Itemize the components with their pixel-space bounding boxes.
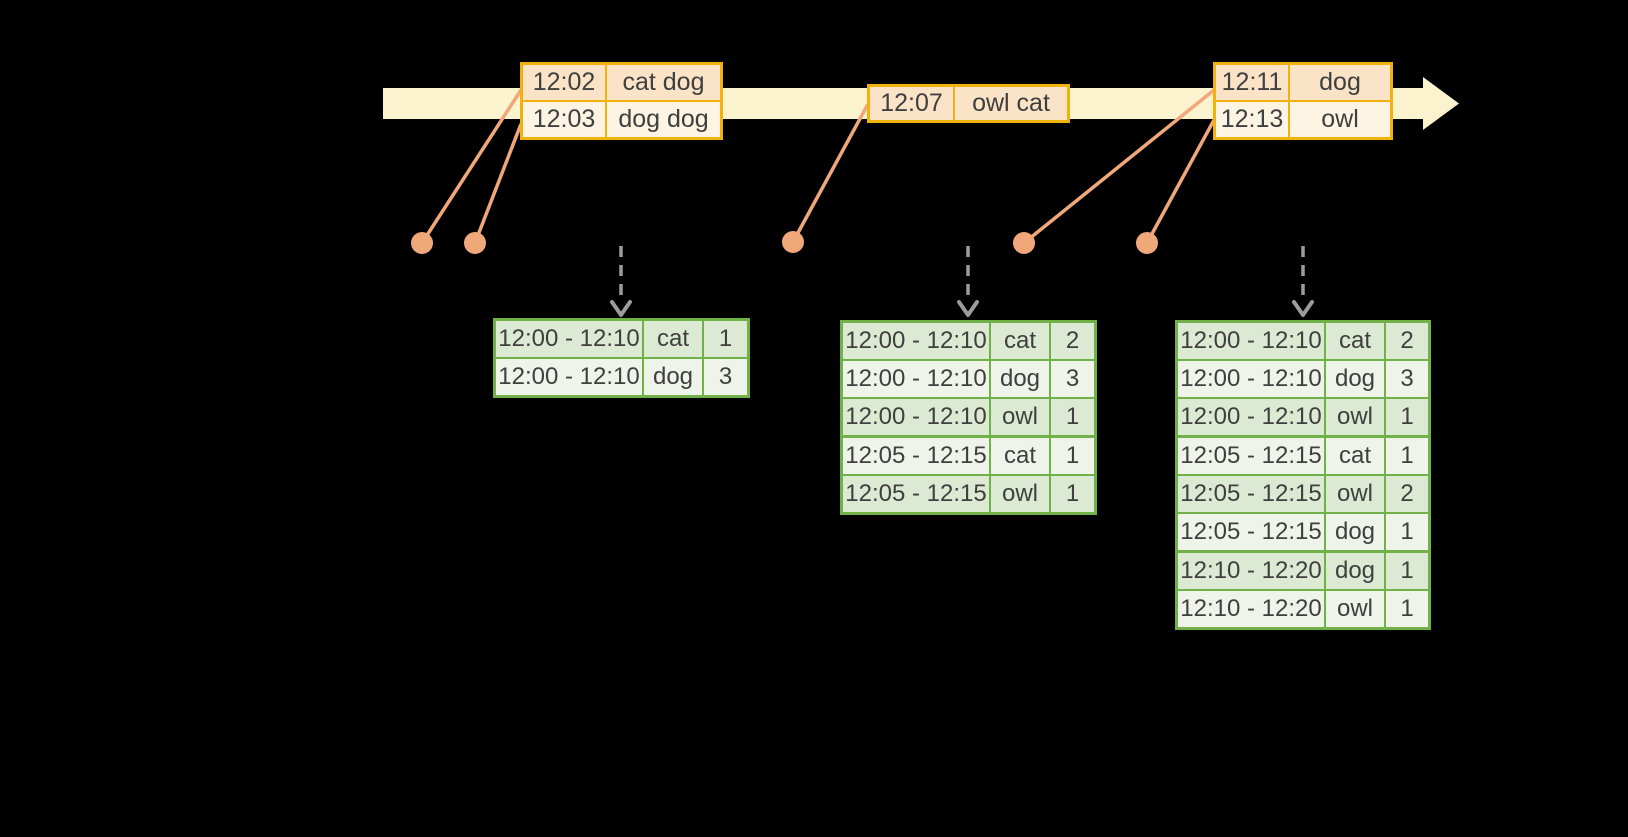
word-cell: owl bbox=[991, 476, 1051, 512]
word-cell: dog bbox=[1326, 514, 1386, 550]
count-cell: 1 bbox=[1400, 557, 1414, 584]
count-cell: 1 bbox=[1065, 442, 1080, 469]
window-cell: 12:05 - 12:15 bbox=[1178, 514, 1326, 550]
event-table-1202-1203: 12:02 cat dog 12:03 dog dog bbox=[520, 62, 723, 140]
event-time-cell: 12:03 bbox=[523, 102, 607, 137]
event-words-cell: dog dog bbox=[618, 105, 709, 133]
count-cell: 1 bbox=[718, 325, 733, 352]
count-cell: 1 bbox=[1400, 518, 1414, 545]
count-cell: 1 bbox=[1400, 403, 1414, 430]
word-cell: owl bbox=[1326, 591, 1386, 627]
count-cell: 1 bbox=[1400, 595, 1414, 622]
event-words-cell: dog bbox=[1319, 68, 1361, 96]
event-time-cell: 12:11 bbox=[1216, 65, 1290, 100]
event-dot bbox=[1013, 232, 1035, 254]
event-connector-line bbox=[473, 123, 523, 244]
window-cell: 12:10 - 12:20 bbox=[1178, 553, 1326, 589]
window-cell: 12:05 - 12:15 bbox=[843, 476, 991, 512]
word-cell: dog bbox=[1326, 361, 1386, 397]
window-cell: 12:00 - 12:10 bbox=[496, 359, 644, 395]
event-time-cell: 12:13 bbox=[1216, 102, 1290, 137]
count-cell: 3 bbox=[1400, 365, 1414, 392]
window-cell: 12:00 - 12:10 bbox=[843, 323, 991, 359]
word-cell: owl bbox=[1326, 476, 1386, 512]
window-cell: 12:05 - 12:15 bbox=[1178, 438, 1326, 474]
word-cell: dog bbox=[991, 361, 1051, 397]
event-connector-line bbox=[420, 89, 523, 244]
event-dot bbox=[782, 231, 804, 253]
event-dot bbox=[464, 232, 486, 254]
event-dot bbox=[1136, 232, 1158, 254]
event-table-1211-1213: 12:11 dog 12:13 owl bbox=[1213, 62, 1393, 140]
count-cell: 3 bbox=[718, 363, 733, 390]
count-cell: 1 bbox=[1065, 403, 1080, 430]
window-cell: 12:00 - 12:10 bbox=[1178, 399, 1326, 435]
word-cell: cat bbox=[991, 323, 1051, 359]
event-words-cell: owl bbox=[1321, 105, 1359, 133]
event-connector-line bbox=[791, 103, 870, 243]
event-dot bbox=[411, 232, 433, 254]
window-cell: 12:00 - 12:10 bbox=[496, 321, 644, 357]
trigger-arrow-icon bbox=[610, 246, 632, 317]
count-cell: 2 bbox=[1400, 480, 1414, 507]
trigger-arrow-icon bbox=[957, 246, 979, 317]
event-time-cell: 12:02 bbox=[523, 65, 607, 100]
event-words-cell: owl cat bbox=[972, 89, 1050, 117]
event-time-cell: 12:07 bbox=[870, 87, 955, 120]
window-cell: 12:10 - 12:20 bbox=[1178, 591, 1326, 627]
window-cell: 12:00 - 12:10 bbox=[843, 361, 991, 397]
event-row: 12:03 dog dog bbox=[523, 100, 720, 137]
trigger-arrow-icon bbox=[1292, 246, 1314, 317]
count-cell: 2 bbox=[1400, 327, 1414, 354]
count-cell: 1 bbox=[1400, 442, 1414, 469]
event-connector-line bbox=[1145, 119, 1216, 244]
window-cell: 12:05 - 12:15 bbox=[1178, 476, 1326, 512]
word-cell: cat bbox=[991, 438, 1051, 474]
count-cell: 1 bbox=[1065, 480, 1080, 507]
event-row: 12:11 dog bbox=[1216, 65, 1390, 100]
word-cell: cat bbox=[1326, 438, 1386, 474]
event-connector-line bbox=[1022, 88, 1216, 245]
event-row: 12:13 owl bbox=[1216, 100, 1390, 137]
event-row: 12:02 cat dog bbox=[523, 65, 720, 100]
count-cell: 3 bbox=[1065, 365, 1080, 392]
window-cell: 12:00 - 12:10 bbox=[1178, 361, 1326, 397]
word-cell: owl bbox=[1326, 399, 1386, 435]
timeline-arrowhead-icon bbox=[1423, 77, 1459, 130]
event-table-1207: 12:07 owl cat bbox=[867, 84, 1070, 123]
count-cell: 2 bbox=[1065, 327, 1080, 354]
word-cell: cat bbox=[644, 321, 704, 357]
word-cell: dog bbox=[644, 359, 704, 395]
word-cell: owl bbox=[991, 399, 1051, 435]
word-cell: cat bbox=[1326, 323, 1386, 359]
event-row: 12:07 owl cat bbox=[870, 87, 1067, 120]
event-words-cell: cat dog bbox=[622, 68, 705, 96]
window-cell: 12:05 - 12:15 bbox=[843, 438, 991, 474]
window-cell: 12:00 - 12:10 bbox=[1178, 323, 1326, 359]
word-cell: dog bbox=[1326, 553, 1386, 589]
window-cell: 12:00 - 12:10 bbox=[843, 399, 991, 435]
